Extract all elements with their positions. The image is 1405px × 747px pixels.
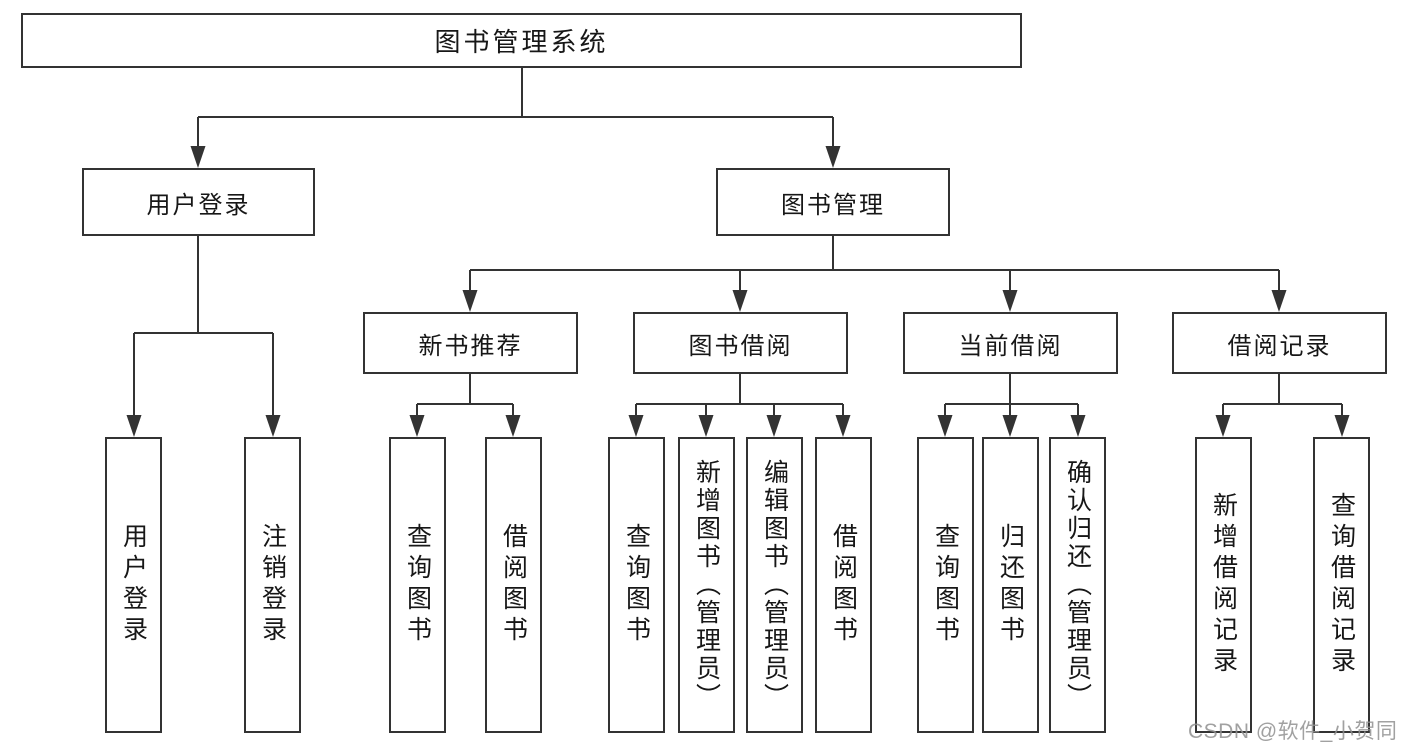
node-library-management-system: 图书管理系统	[21, 13, 1022, 68]
arrow-icon	[628, 415, 644, 437]
connector-book-mgmt	[469, 236, 1280, 292]
arrow-icon	[937, 415, 953, 437]
node-book-management: 图书管理	[716, 168, 950, 236]
arrow-icon	[1002, 290, 1018, 312]
connector-new-books	[416, 374, 514, 419]
connector-user-login	[133, 236, 274, 417]
leaf-user-login: 用户登录	[105, 437, 162, 733]
connector-current-borrow	[944, 374, 1079, 419]
arrow-icon	[825, 146, 841, 168]
leaf-query-books-3: 查询图书	[917, 437, 974, 733]
leaf-query-books-1: 查询图书	[389, 437, 446, 733]
arrow-icon	[1271, 290, 1287, 312]
arrow-icon	[1215, 415, 1231, 437]
arrow-icon	[505, 415, 521, 437]
arrow-icon	[409, 415, 425, 437]
leaf-query-books-2: 查询图书	[608, 437, 665, 733]
node-borrowing-records: 借阅记录	[1172, 312, 1387, 374]
connector-root	[197, 68, 834, 151]
leaf-query-borrow-record: 查询借阅记录	[1313, 437, 1370, 733]
node-current-borrowing: 当前借阅	[903, 312, 1118, 374]
leaf-edit-books-admin: 编辑图书（管理员）	[746, 437, 803, 733]
leaf-add-borrow-record: 新增借阅记录	[1195, 437, 1252, 733]
arrow-icon	[190, 146, 206, 168]
arrow-icon	[462, 290, 478, 312]
node-user-login: 用户登录	[82, 168, 315, 236]
arrow-icon	[265, 415, 281, 437]
connector-book-borrow	[635, 374, 844, 419]
arrow-icon	[1002, 415, 1018, 437]
leaf-add-books-admin: 新增图书（管理员）	[678, 437, 735, 733]
node-book-borrowing: 图书借阅	[633, 312, 848, 374]
arrow-icon	[1070, 415, 1086, 437]
leaf-borrow-books-2: 借阅图书	[815, 437, 872, 733]
arrow-icon	[732, 290, 748, 312]
arrow-icon	[766, 415, 782, 437]
arrow-icon	[835, 415, 851, 437]
node-new-book-recommend: 新书推荐	[363, 312, 578, 374]
leaf-borrow-books-1: 借阅图书	[485, 437, 542, 733]
connector-borrow-records	[1222, 374, 1343, 419]
leaf-return-books: 归还图书	[982, 437, 1039, 733]
leaf-logout: 注销登录	[244, 437, 301, 733]
arrow-icon	[126, 415, 142, 437]
arrow-icon	[698, 415, 714, 437]
csdn-watermark: CSDN @软件_小贺同学	[1188, 720, 1398, 743]
leaf-confirm-return-admin: 确认归还（管理员）	[1049, 437, 1106, 733]
arrow-icon	[1334, 415, 1350, 437]
